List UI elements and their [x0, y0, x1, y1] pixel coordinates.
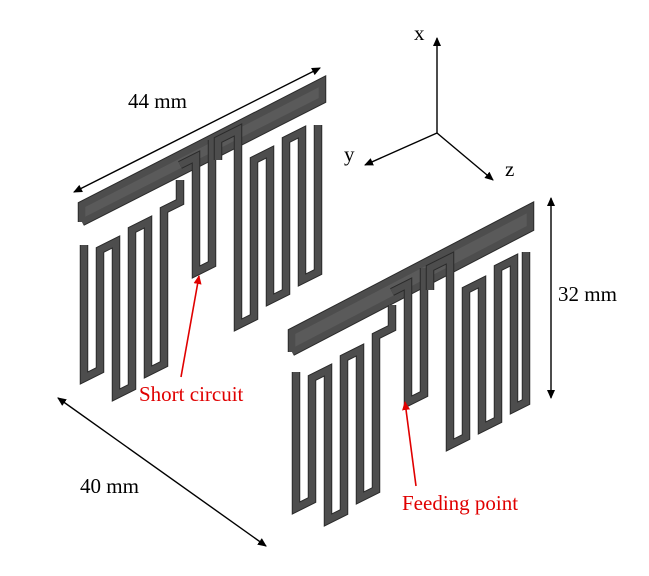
- left-antenna-structure: [77, 75, 327, 402]
- width-dimension-arrow: [73, 67, 321, 193]
- z-axis-label: z: [505, 157, 514, 181]
- short-circuit-arrow: [180, 275, 202, 378]
- feeding-point-arrow: [402, 401, 417, 487]
- short-circuit-label: Short circuit: [139, 382, 244, 406]
- y-axis-arrow: [364, 132, 438, 166]
- width-label: 44 mm: [128, 89, 187, 113]
- y-axis-label: y: [344, 142, 355, 166]
- feeding-point-label: Feeding point: [402, 491, 518, 515]
- height-label: 32 mm: [558, 282, 617, 306]
- depth-label: 40 mm: [80, 474, 139, 498]
- right-antenna-structure: [287, 200, 535, 527]
- x-axis-label: x: [414, 21, 425, 45]
- depth-dimension-arrow: [57, 397, 267, 547]
- z-axis-arrow: [436, 132, 494, 181]
